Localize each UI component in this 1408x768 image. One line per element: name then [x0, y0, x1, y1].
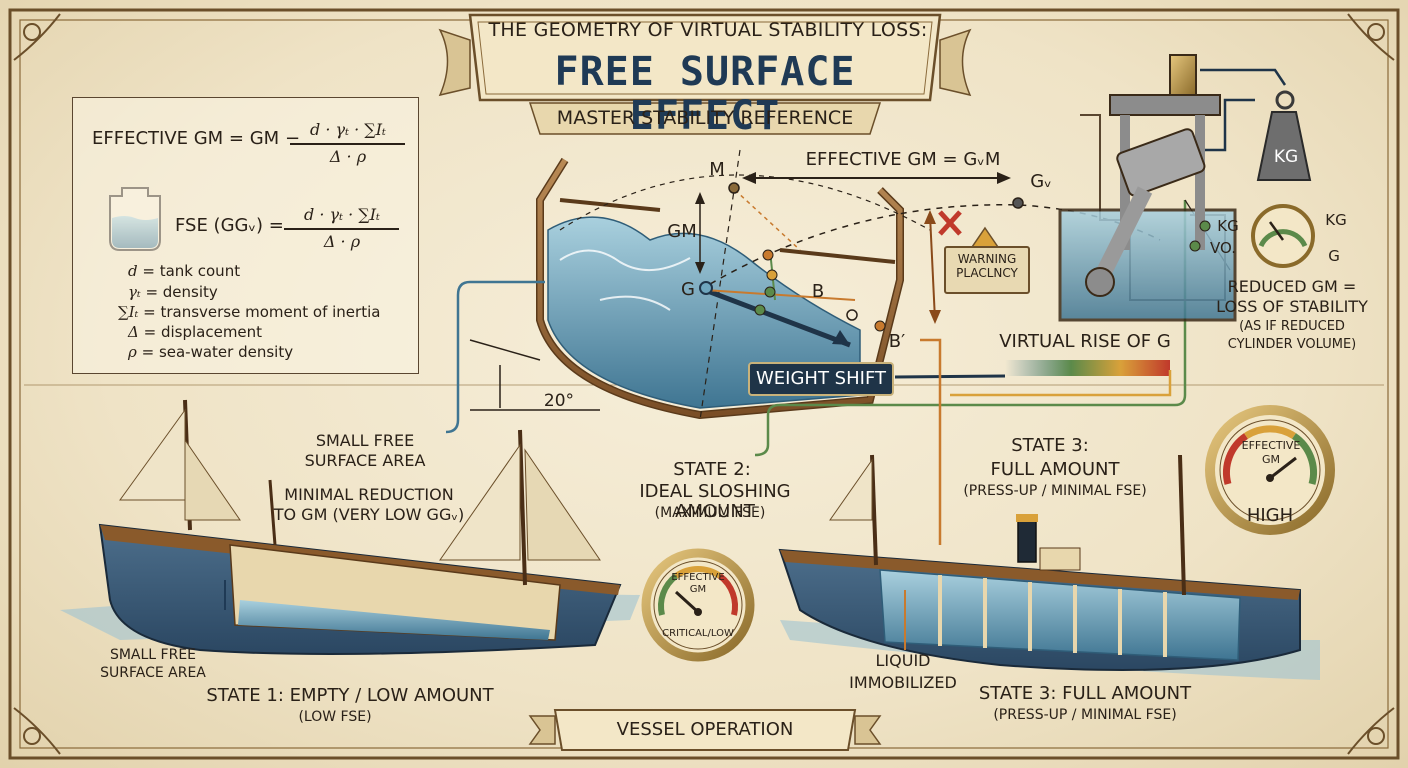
footer-ribbon — [528, 709, 882, 751]
fse-formula-lhs: FSE (GGᵥ) = — [175, 215, 284, 236]
state3-gauge-mid-label: GM — [1261, 453, 1280, 466]
legend-row-inertia: ∑Iₜ = transverse moment of inertia — [118, 303, 381, 321]
point-b-prime-label: B′ — [888, 331, 906, 352]
warning-line-1: WARNING — [957, 252, 1017, 266]
legend-row-seawater-density: ρ = sea-water density — [128, 343, 294, 361]
state2-subtitle: (MAXIMUM FSE) — [654, 505, 766, 521]
state3-subtitle: (PRESS-UP / MINIMAL FSE) — [963, 483, 1147, 499]
reduced-gm-line-4: CYLINDER VOLUME) — [1227, 337, 1357, 352]
state2-title-line-2: IDEAL SLOSHING AMOUNT — [639, 481, 791, 522]
fse-denominator: Δ · ρ — [323, 232, 361, 251]
state2-gauge — [641, 548, 755, 662]
state3-liquid-line-1: LIQUID — [875, 651, 931, 670]
state3-title-line-1: STATE 3: — [1011, 435, 1089, 456]
state3-gauge-top-label: EFFECTIVE — [1241, 439, 1301, 452]
fraction-bar — [290, 143, 405, 145]
banner-tagline: MASTER STABILITY REFERENCE — [556, 107, 854, 129]
state3-gauge-reading: HIGH — [1246, 505, 1294, 526]
title-banner — [438, 13, 972, 135]
point-gv-label: Gᵥ — [1030, 171, 1052, 192]
state2-gauge-mid-label: GM — [689, 584, 707, 595]
g-right-label: G — [1328, 247, 1340, 265]
kg-weight-label: KG — [1273, 147, 1299, 167]
state1-reduction-line-1: MINIMAL REDUCTION — [284, 485, 454, 504]
effective-gm-numerator: d · γₜ · ∑Iₜ — [310, 120, 386, 139]
state1-title: STATE 1: EMPTY / LOW AMOUNT — [206, 685, 494, 706]
formula-panel — [72, 97, 419, 374]
legend-row-density: γₜ = density — [128, 283, 218, 301]
fse-numerator: d · γₜ · ∑Iₜ — [304, 205, 380, 224]
effective-gm-dimension-label: EFFECTIVE GM = GᵥM — [805, 149, 1001, 170]
fraction-bar — [284, 228, 399, 230]
weight-shift-label: WEIGHT SHIFT — [748, 362, 894, 396]
state1-reduction-line-2: TO GM (VERY LOW GGᵥ) — [273, 505, 465, 524]
effective-gm-denominator: Δ · ρ — [329, 147, 367, 166]
banner-subtitle: THE GEOMETRY OF VIRTUAL STABILITY LOSS: — [488, 19, 928, 41]
outer-frame — [8, 8, 1400, 760]
legend-row-tank-count: d = tank count — [128, 262, 241, 280]
state1-callout-line-2: SURFACE AREA — [304, 451, 426, 470]
state3-gauge — [1205, 405, 1335, 535]
virtual-rise-label: VIRTUAL RISE OF G — [999, 331, 1171, 352]
state3-title-line-2: FULL AMOUNT — [990, 459, 1120, 480]
state2-title-line-1: STATE 2: — [673, 459, 751, 480]
corner-scrolls — [13, 13, 1395, 755]
footer-label: VESSEL OPERATION — [616, 719, 794, 740]
small-gm-gauge — [1251, 204, 1315, 268]
warning-placard: WARNING PLACLNCY — [944, 246, 1030, 294]
vo-label: Vo. — [1210, 239, 1236, 257]
connector-lines — [445, 68, 1287, 545]
state3-bottom-subtitle: (PRESS-UP / MINIMAL FSE) — [993, 707, 1177, 723]
reduced-gm-line-2: LOSS OF STABILITY — [1216, 297, 1368, 316]
reduced-gm-line-1: REDUCED GM = — [1227, 277, 1357, 296]
warning-line-2: PLACLNCY — [956, 266, 1018, 280]
state3-liquid-line-2: IMMOBILIZED — [849, 673, 957, 692]
state1-bottom-callout-line-2: SURFACE AREA — [100, 665, 206, 681]
point-m-label: M — [709, 159, 725, 180]
state1-subtitle: (LOW FSE) — [298, 709, 372, 725]
legend-row-displacement: Δ = displacement — [128, 323, 263, 341]
state3-bottom-title: STATE 3: FULL AMOUNT — [978, 683, 1192, 704]
state2-gauge-top-label: EFFECTIVE — [671, 572, 725, 583]
heel-angle-label: 20° — [543, 391, 575, 411]
point-b-label: B — [811, 281, 825, 302]
reduced-gm-line-3: (AS IF REDUCED — [1239, 319, 1345, 334]
stability-geometry — [559, 149, 1170, 421]
effective-gm-formula-lhs: EFFECTIVE GM = GM − — [92, 128, 301, 149]
state1-callout-line-1: SMALL FREE — [315, 431, 415, 450]
kg-right-label: KG — [1325, 211, 1347, 229]
state1-bottom-callout-line-1: SMALL FREE — [109, 647, 197, 663]
state2-gauge-reading: CRITICAL/LOW — [662, 628, 734, 639]
point-g-label: G — [681, 279, 695, 300]
piston-cylinder — [1058, 54, 1312, 322]
state1-ship — [60, 399, 640, 655]
kg-left-label: KG — [1217, 217, 1239, 235]
banner-title: FREE SURFACE EFFECT — [554, 49, 856, 139]
state3-ship — [778, 454, 1320, 680]
gm-label: GM — [667, 221, 697, 242]
